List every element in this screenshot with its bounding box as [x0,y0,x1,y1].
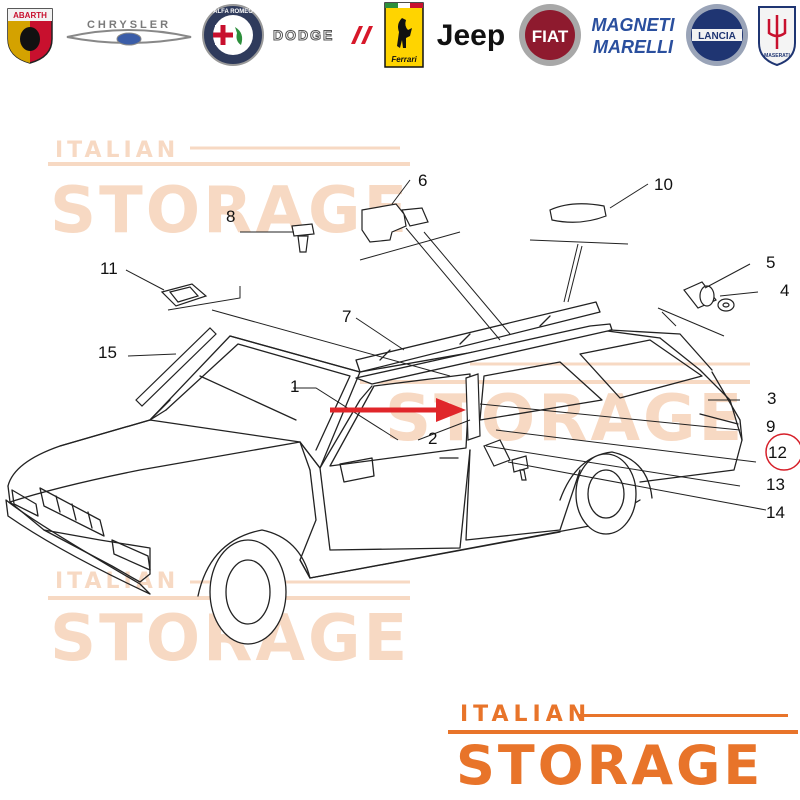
svg-text:MAGNETI: MAGNETI [592,15,676,35]
svg-text:MARELLI: MARELLI [593,37,674,57]
alfa-romeo-logo: ALFA ROMEO [200,0,266,70]
svg-text:FIAT: FIAT [532,27,569,46]
svg-text:MASERATI: MASERATI [764,53,790,59]
watermark-middle-big: STORAGE [385,382,745,456]
svg-text:ALFA ROMEO: ALFA ROMEO [213,9,253,15]
watermark-top-small: ITALIAN [55,138,179,163]
callout-1: 1 [290,377,299,396]
part-6-clip [361,203,407,243]
car-body [5,301,743,645]
part-10-lamp [549,203,607,223]
callout-7: 7 [342,307,351,326]
detached-parts [135,203,735,481]
callout-labels: 1 2 3 4 5 6 7 8 9 10 11 12 13 14 15 [98,171,789,522]
callout-6: 6 [418,171,427,190]
jeep-logo: Jeep [428,0,514,70]
watermark-bottom-small: ITALIAN [55,569,179,594]
callout-14: 14 [766,503,785,522]
logo-big-text: STORAGE [456,734,764,797]
svg-text:Ferrari: Ferrari [391,55,417,64]
callout-11: 11 [100,259,118,278]
svg-text:DODGE: DODGE [273,27,334,43]
callout-8: 8 [226,207,235,226]
callout-12: 12 [768,443,787,462]
callout-13: 13 [766,475,785,494]
lancia-logo: LANCIA [682,0,752,70]
svg-text:Jeep: Jeep [437,19,505,52]
callout-15: 15 [98,343,117,362]
magneti-marelli-logo: MAGNETI MARELLI [586,0,680,70]
watermark-middle: STORAGE [360,362,750,456]
svg-text:ABARTH: ABARTH [13,11,47,20]
fiat-logo: FIAT [516,0,584,70]
italian-storage-logo: ITALIAN STORAGE [448,700,800,800]
part-2-pillar [465,373,481,441]
logo-small-text: ITALIAN [460,702,592,727]
highlight-circle-12 [765,433,800,471]
part-15-strip [135,327,217,407]
callout-2: 2 [428,429,437,448]
chrysler-logo: CHRYSLER [62,0,196,70]
abarth-logo: ABARTH [2,0,58,70]
callout-3: 3 [767,389,776,408]
watermark-top: ITALIAN STORAGE [48,138,410,248]
dodge-logo: DODGE [270,0,378,70]
svg-text:LANCIA: LANCIA [698,31,736,42]
callout-5: 5 [766,253,775,272]
callout-4: 4 [780,281,789,300]
red-arrow [330,398,466,422]
watermark-top-big: STORAGE [50,174,410,248]
svg-text:CHRYSLER: CHRYSLER [87,19,171,31]
callout-9: 9 [766,417,775,436]
maserati-logo: MASERATI [754,0,800,70]
leader-lines [125,179,767,511]
ferrari-logo: Ferrari [382,0,426,70]
callout-10: 10 [654,175,673,194]
brand-logo-bar: ABARTH CHRYSLER ALFA ROMEO DODGE [0,0,800,72]
part-8-screw [291,223,315,237]
